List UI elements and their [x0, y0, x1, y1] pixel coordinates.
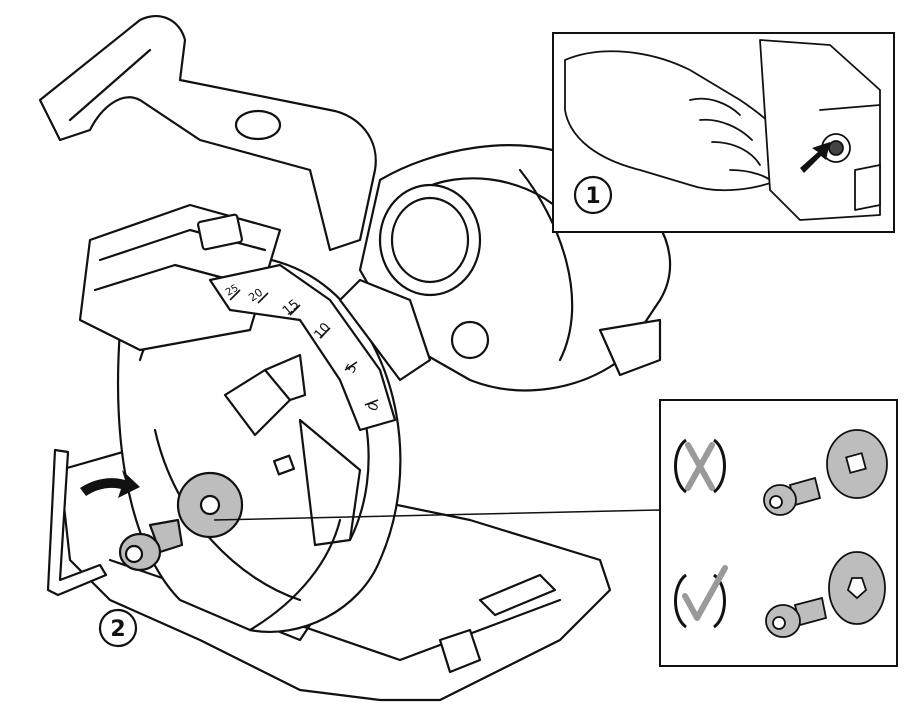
check-mark-icon: [682, 565, 728, 621]
step-1-badge: 1: [573, 175, 613, 215]
cross-mark-icon: [685, 442, 715, 491]
inset-washer-orientation: [659, 399, 898, 667]
handle: [38, 15, 377, 252]
circular-saw-drawing: [38, 15, 672, 702]
spindle-nut: [272, 454, 296, 476]
riving-knife: [298, 418, 362, 547]
step-2-badge: 2: [98, 608, 138, 648]
battery-pack: [78, 203, 282, 352]
hex-key: [46, 448, 108, 597]
bevel-scale-ticks: [229, 289, 379, 406]
step-2-number: 2: [110, 617, 125, 642]
rotation-arrow-icon: [80, 470, 140, 498]
press-arrow-icon: [800, 142, 830, 173]
wrong-orientation-row: [674, 429, 888, 516]
inset-spindle-lock: 1: [552, 32, 895, 233]
bevel-lock-knob: [223, 353, 307, 437]
bevel-scale: [208, 263, 432, 432]
blade-bolt: [118, 518, 184, 572]
step-1-number: 1: [585, 184, 600, 209]
blade-washer: [176, 471, 244, 539]
correct-orientation-row: [674, 551, 886, 638]
